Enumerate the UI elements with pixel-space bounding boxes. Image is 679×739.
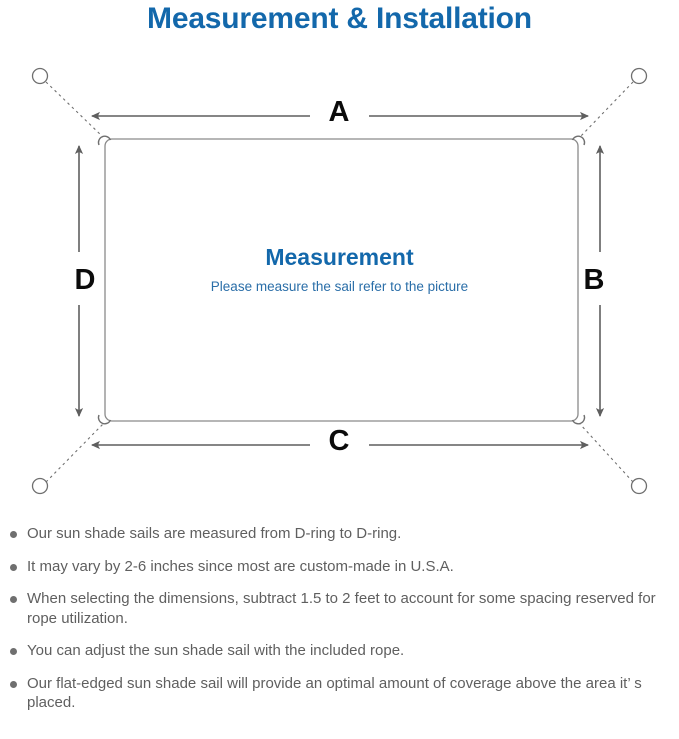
sail-center-subtitle: Please measure the sail refer to the pic… — [210, 279, 469, 294]
sail-rectangle — [104, 138, 579, 422]
d-ring-top-left — [97, 135, 112, 146]
list-item: When selecting the dimensions, subtract … — [0, 589, 679, 628]
dimension-label-b: B — [583, 264, 605, 296]
d-ring-top-right — [571, 135, 586, 146]
rope-lines — [45, 81, 634, 483]
d-ring-bottom-right — [571, 414, 586, 425]
bullet-dot-icon — [10, 648, 17, 655]
anchor-ring-top-left — [31, 67, 49, 85]
list-item: Our flat-edged sun shade sail will provi… — [0, 674, 679, 713]
note-text: When selecting the dimensions, subtract … — [27, 590, 656, 627]
anchor-ring-bottom-left — [31, 477, 49, 495]
note-text: Our flat-edged sun shade sail will provi… — [27, 674, 642, 712]
sail-center-title: Measurement — [265, 244, 414, 270]
bullet-dot-icon — [10, 680, 17, 688]
list-item: It may vary by 2-6 inches since most are… — [0, 557, 679, 577]
notes-list: Our sun shade sails are measured from D-… — [0, 524, 679, 726]
rope-line-bottom-right — [579, 423, 634, 483]
note-text: Our sun shade sails are measured from D-… — [27, 525, 402, 542]
dimension-label-d: D — [74, 264, 96, 296]
note-text: You can adjust the sun shade sail with t… — [27, 642, 405, 659]
rope-line-top-left — [45, 81, 104, 138]
anchor-rings — [31, 67, 648, 495]
anchor-ring-bottom-right — [630, 477, 648, 495]
page-title: Measurement & Installation — [147, 2, 532, 35]
sail-measurement-diagram — [31, 67, 648, 495]
d-ring-bottom-left — [97, 414, 112, 425]
sail-d-rings — [97, 135, 586, 425]
rope-line-top-right — [579, 81, 634, 138]
list-item: Our sun shade sails are measured from D-… — [0, 524, 679, 544]
list-item: You can adjust the sun shade sail with t… — [0, 641, 679, 661]
anchor-ring-top-right — [630, 67, 648, 85]
bullet-dot-icon — [10, 563, 17, 571]
rope-line-bottom-left — [45, 423, 104, 483]
dimension-label-a: A — [328, 96, 350, 128]
bullet-dot-icon — [10, 531, 17, 538]
note-text: It may vary by 2-6 inches since most are… — [27, 557, 454, 575]
dimension-label-c: C — [328, 425, 350, 457]
bullet-dot-icon — [10, 596, 17, 603]
